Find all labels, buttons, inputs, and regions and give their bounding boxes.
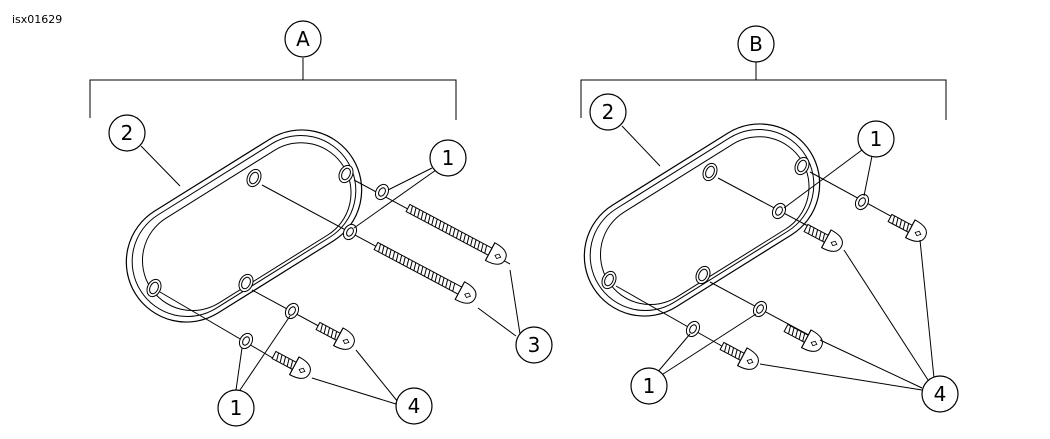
assembly-b-label-callout: B: [737, 25, 775, 63]
svg-text:4: 4: [408, 394, 421, 418]
washer: [282, 300, 302, 322]
assembly-b-cover-plate: [583, 123, 821, 317]
short-screw: [719, 341, 763, 375]
washer: [236, 330, 256, 352]
assembly-a: A 2 1 3 1 4: [89, 20, 553, 427]
callout: 4: [921, 375, 959, 413]
callout: 1: [429, 139, 467, 177]
callout: 4: [395, 387, 433, 425]
svg-text:3: 3: [528, 333, 541, 357]
washer: [852, 191, 872, 213]
callout: 1: [217, 389, 255, 427]
callout: 1: [857, 120, 895, 158]
svg-text:2: 2: [602, 100, 615, 124]
short-screw: [271, 350, 315, 384]
assembly-a-label-callout: A: [284, 20, 322, 58]
svg-text:1: 1: [870, 127, 883, 151]
svg-text:1: 1: [442, 146, 455, 170]
long-screw: [405, 203, 511, 269]
assembly-a-bracket: [89, 79, 457, 120]
svg-text:1: 1: [230, 396, 243, 420]
svg-text:B: B: [749, 32, 763, 56]
callout: 3: [515, 326, 553, 364]
assembly-b-bracket: [580, 79, 947, 120]
svg-text:4: 4: [934, 382, 947, 406]
short-screw: [803, 223, 847, 257]
assembly-b: B 2 1 1 4: [580, 25, 959, 413]
callout: 2: [108, 114, 146, 152]
washer: [683, 318, 703, 340]
short-screw: [315, 321, 359, 355]
callout: 1: [630, 367, 668, 405]
callout: 2: [589, 93, 627, 131]
short-screw: [783, 323, 827, 357]
long-screw: [373, 241, 481, 308]
svg-text:1: 1: [643, 374, 656, 398]
assembly-a-cover-plate: [125, 129, 363, 323]
figure-code: isx01629: [12, 13, 63, 26]
svg-text:A: A: [296, 27, 310, 51]
svg-text:2: 2: [121, 121, 134, 145]
short-screw: [887, 213, 931, 247]
